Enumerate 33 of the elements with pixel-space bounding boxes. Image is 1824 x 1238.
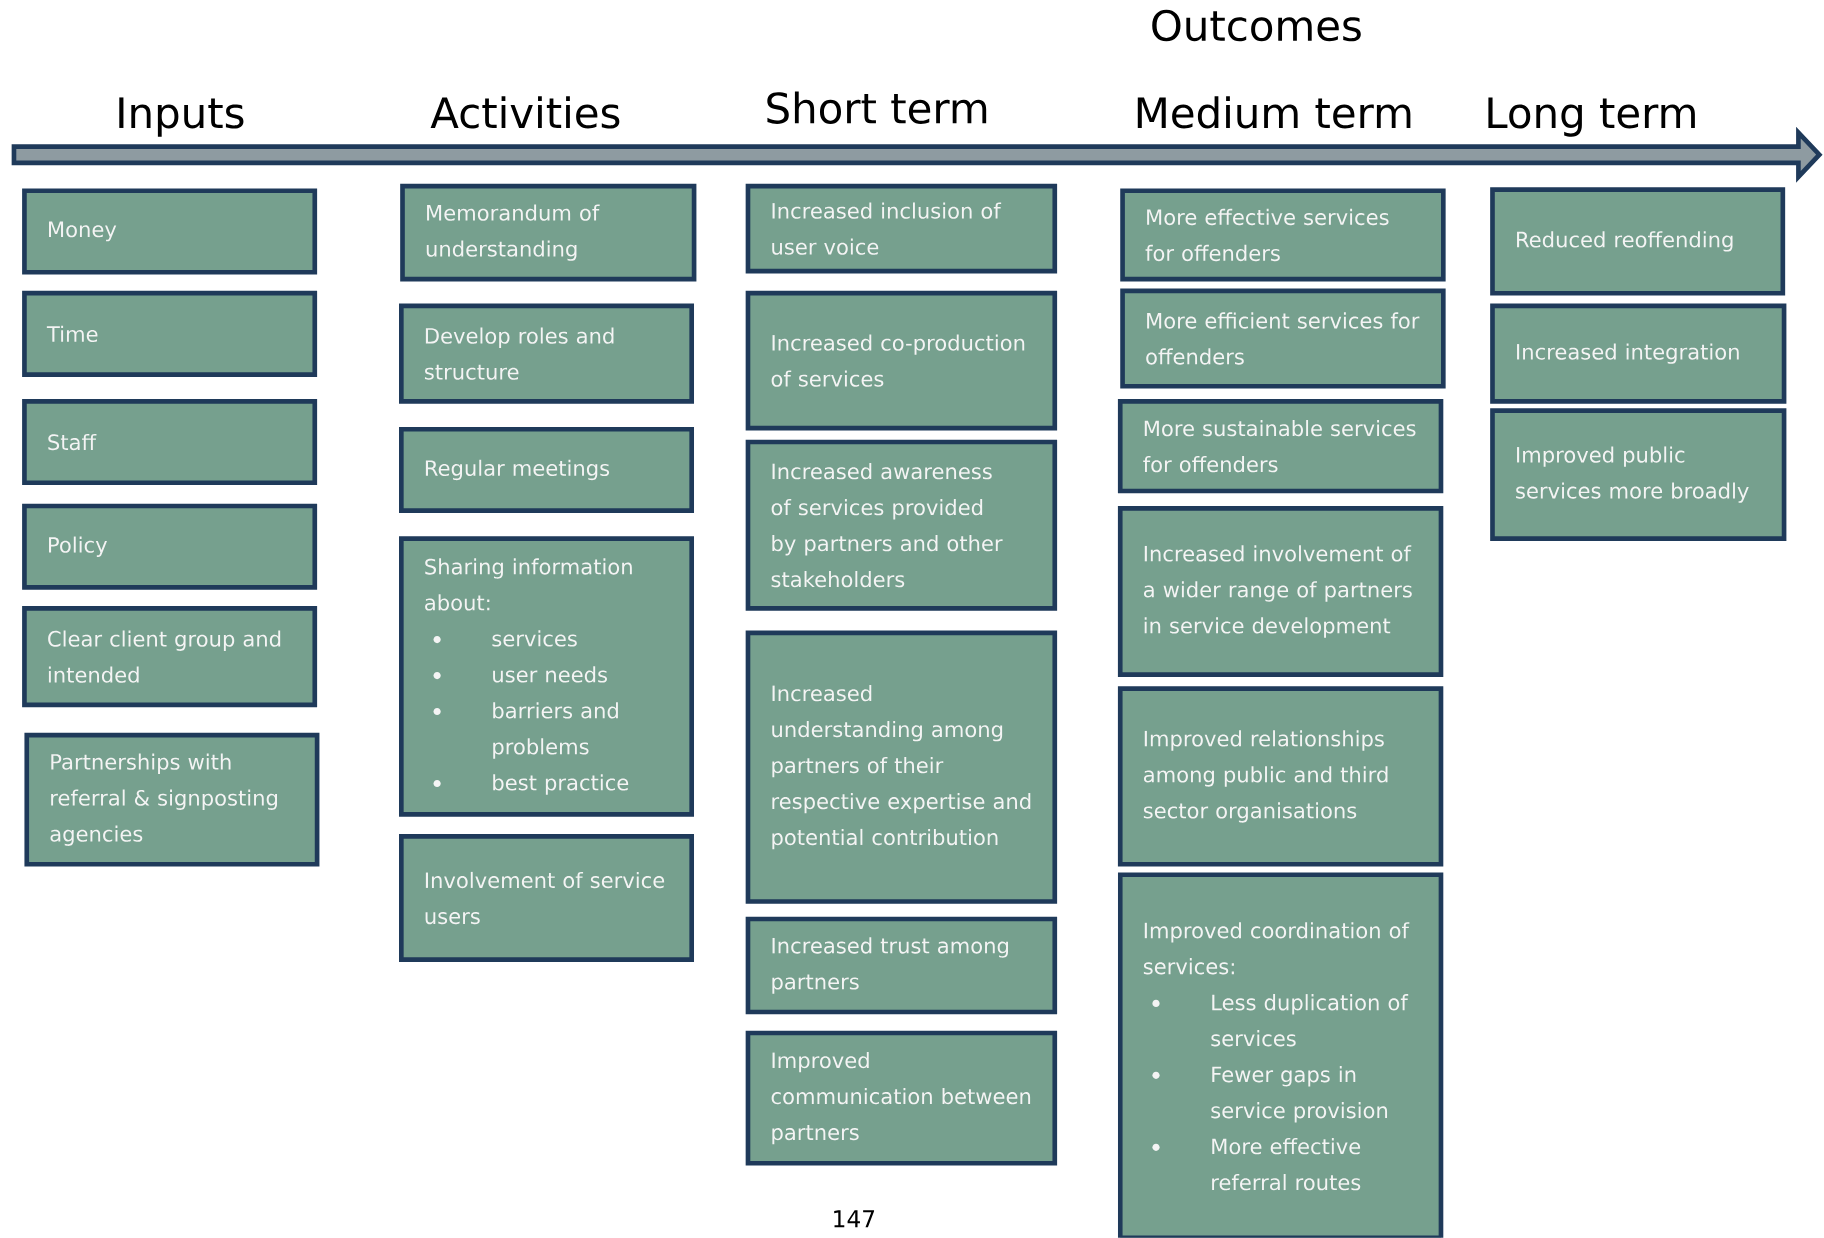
process-box: Clear client group and intended [22,606,318,708]
process-box: Staff [22,399,318,486]
process-box: Increased co-production of services [745,290,1058,431]
process-box: Sharing information about: services user needs barriers and problems best practice [399,536,694,817]
process-box: Increased integration [1490,303,1787,404]
process-box: Money [22,188,318,275]
column-heading: Short term [767,91,987,125]
process-box: Reduced reoffending [1490,187,1786,296]
process-box: More sustainable services for offenders [1117,399,1444,494]
process-box: Memorandum of understanding [400,183,697,282]
process-box: Involvement of service users [399,834,694,963]
process-box: Partnerships with referral & signposting agencies [24,733,320,867]
process-box: Improved relationships among public and third sector organisations [1117,686,1444,867]
column-heading: Inputs [119,97,244,137]
process-box: Develop roles and structure [399,303,694,404]
process-box: Increased trust among partners [745,916,1058,1015]
process-box: Increased involvement of a wider range of partners in service development [1117,506,1444,678]
process-box: Policy [22,503,318,590]
process-box: Improved communication between partners [745,1030,1058,1166]
process-box: More efficient services for offenders [1120,288,1446,389]
process-box: More effective services for offenders [1120,188,1446,282]
process-box: Regular meetings [399,427,694,514]
process-box: Increased awareness of services provided by partners and other stakeholders [745,439,1058,611]
process-box: Improved public services more broadly [1490,408,1787,542]
column-heading: Long term [1488,97,1695,137]
column-heading: Outcomes [1152,9,1361,42]
page-number: 147 [834,1210,875,1228]
process-box: Time [22,290,318,378]
process-box: Improved coordination of services: Less duplication of services Fewer gaps in service provision More effective referral routes [1117,872,1444,1238]
column-heading: Activities [430,96,620,129]
process-box: Increased understanding among partners of their respective expertise and potential contribution [745,630,1058,904]
column-heading: Medium term [1137,96,1411,129]
process-box: Increased inclusion of user voice [745,183,1058,274]
